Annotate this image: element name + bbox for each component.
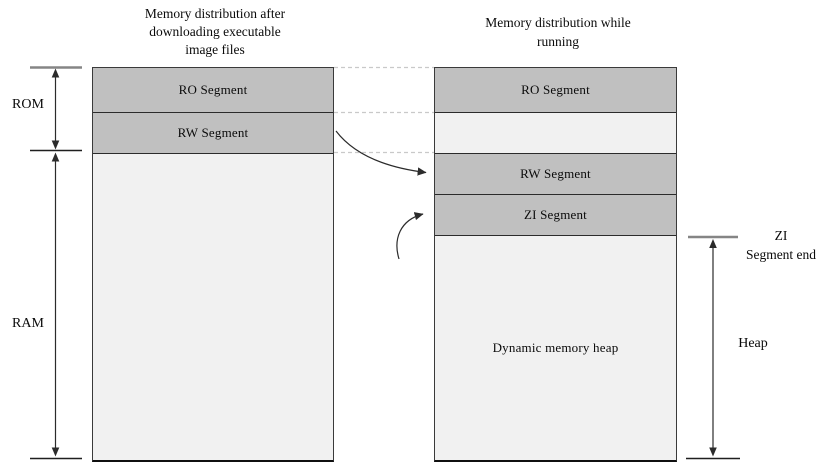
segment-label: ZI Segment [523,207,587,222]
segment-zi-running: ZI Segment [435,195,676,236]
arrowhead-up-icon [51,68,60,78]
rw-relocation-arrow [335,130,427,176]
arrowhead-down-icon [709,447,717,457]
left-column-title: Memory distribution after downloading ex… [115,5,315,59]
title-line: image files [185,42,245,57]
segment-gap-running [435,113,676,154]
arrowhead-up-icon [51,152,60,162]
segment-label: RW Segment [520,166,591,181]
rom-label: ROM [12,97,44,112]
arrowhead-down-icon [51,140,60,150]
memory-column-running: RO Segment RW Segment ZI Segment Dynamic… [434,67,677,462]
right-column-title: Memory distribution while running [458,13,658,51]
zi-segment-end-label: ZI Segment end [733,226,829,264]
memory-column-after-download: RO Segment RW Segment [92,67,334,462]
segment-unused-ram-download [93,154,333,460]
segment-ro-running: RO Segment [435,68,676,113]
segment-ro-download: RO Segment [93,68,333,113]
ram-label: RAM [12,316,44,331]
title-line: Memory distribution after [144,6,286,21]
heap-label: Heap [738,336,768,351]
title-line: Memory distribution while [485,15,631,30]
segment-label: Dynamic memory heap [492,340,619,355]
segment-label: RW Segment [177,125,249,140]
arrowhead-down-icon [51,447,60,457]
zi-relocation-arrow [396,212,424,260]
title-line: running [537,34,579,49]
zi-end-line: Segment end [745,247,817,262]
segment-rw-download: RW Segment [93,113,333,154]
title-line: downloading executable [149,24,281,39]
zi-end-line: ZI [774,228,788,243]
segment-rw-running: RW Segment [435,154,676,195]
segment-label: RO Segment [178,82,248,97]
arrowhead-up-icon [709,239,717,248]
segment-label: RO Segment [521,82,590,97]
segment-heap-running: Dynamic memory heap [435,236,676,460]
